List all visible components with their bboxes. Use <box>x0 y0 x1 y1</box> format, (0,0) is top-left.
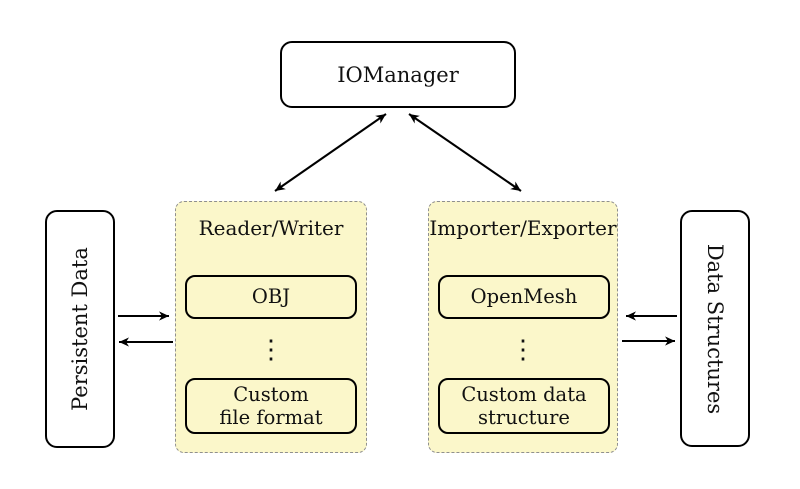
node-iomanager-label: IOManager <box>337 62 459 87</box>
panel-reader-writer-title: Reader/Writer <box>198 216 344 240</box>
node-data-structures-label: Data Structures <box>703 243 727 414</box>
vertical-ellipsis-icon: ⋮ <box>510 335 536 365</box>
item-obj: OBJ <box>185 275 357 319</box>
item-obj-label: OBJ <box>251 285 291 309</box>
item-custom-file-format: Custom file format <box>185 378 357 434</box>
arrow-iomanager-importerexporter <box>408 113 522 192</box>
item-openmesh: OpenMesh <box>438 275 610 319</box>
panel-importer-exporter-title: Importer/Exporter <box>429 216 617 240</box>
item-openmesh-label: OpenMesh <box>470 285 578 309</box>
item-custom-data-structure: Custom data structure <box>438 378 610 434</box>
arrow-iomanager-readerwriter <box>274 113 387 192</box>
node-persistent-data-label: Persistent Data <box>68 247 92 411</box>
node-persistent-data: Persistent Data <box>45 210 115 448</box>
item-custom-file-format-label: Custom file format <box>219 382 323 429</box>
item-custom-data-structure-label: Custom data structure <box>461 382 587 429</box>
node-data-structures: Data Structures <box>680 210 750 447</box>
vertical-ellipsis-icon: ⋮ <box>258 335 284 365</box>
node-iomanager: IOManager <box>280 41 516 108</box>
panel-reader-writer: Reader/Writer OBJ ⋮ Custom file format <box>175 201 367 453</box>
panel-importer-exporter: Importer/Exporter OpenMesh ⋮ Custom data… <box>428 201 618 453</box>
